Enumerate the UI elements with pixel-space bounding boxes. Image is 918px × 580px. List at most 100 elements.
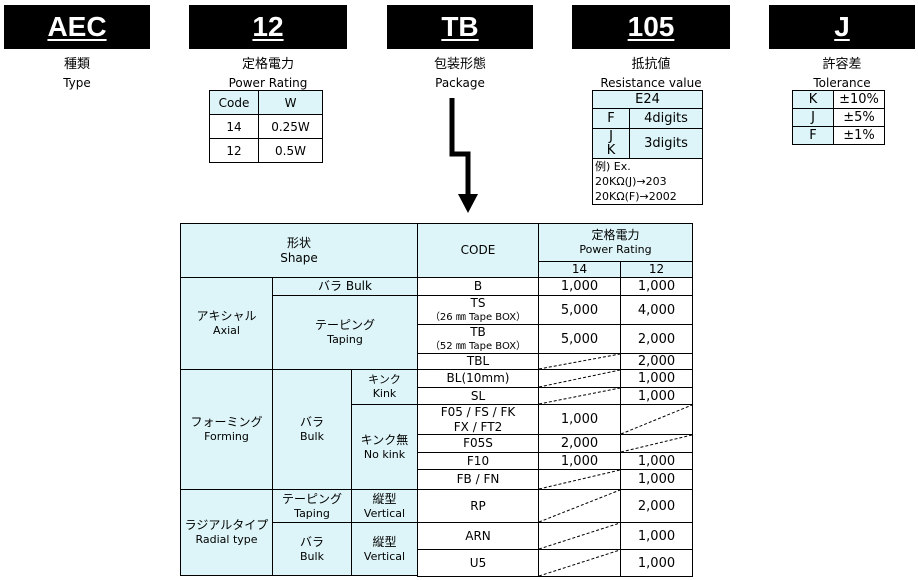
rating-code-box: 12 bbox=[189, 5, 347, 49]
rating-cell-14 bbox=[538, 353, 621, 370]
rating-cell-14 bbox=[538, 489, 621, 523]
shape-header: 形状 Shape bbox=[180, 223, 418, 278]
code-subtext: （52 ㎜ Tape BOX） bbox=[429, 341, 527, 352]
resistance-example-j: 20KΩ(J)→203 bbox=[595, 175, 667, 188]
rating-header-jp: 定格電力 bbox=[591, 228, 640, 242]
kink-en: Kink bbox=[372, 387, 397, 400]
nokink-en: No kink bbox=[363, 447, 406, 461]
package-label-jp: 包装形態 bbox=[433, 57, 486, 72]
rating-label: 定格電力 Power Rating bbox=[189, 56, 347, 92]
rating-cell-14 bbox=[538, 522, 621, 550]
vertical-jp: 縦型 bbox=[372, 534, 397, 549]
code-cell: F10 bbox=[417, 452, 539, 470]
tolerance-label-en: Tolerance bbox=[813, 76, 871, 90]
resistance-f-desc: 4digits bbox=[629, 108, 703, 129]
power-rating-table: Code W 14 0.25W 12 0.5W bbox=[209, 90, 323, 163]
rating-cell-12: 1,000 bbox=[620, 452, 693, 470]
rating-value: 5,000 bbox=[560, 302, 599, 318]
rating-cell-14 bbox=[538, 549, 621, 577]
rating-cell-12: 2,000 bbox=[620, 489, 693, 523]
tolerance-label: 許容差 Tolerance bbox=[769, 56, 915, 92]
resistance-k-code: K bbox=[606, 142, 616, 158]
code-value: TS bbox=[470, 296, 486, 310]
radial-group: ラジアルタイプ Radial type bbox=[180, 489, 273, 576]
tolerance-value: ±5% bbox=[833, 108, 885, 127]
resistance-label-en: Resistance value bbox=[600, 76, 702, 90]
col-12-header: 12 bbox=[620, 261, 693, 278]
axial-bulk-label: バラ Bulk bbox=[318, 279, 372, 293]
tolerance-table: K ±10% J ±5% F ±1% bbox=[792, 90, 885, 145]
rating-value: 1,000 bbox=[560, 412, 599, 427]
resistance-table: E24 F 4digits J K 3digits 例) Ex. 20KΩ(J)… bbox=[592, 90, 703, 205]
radial-taping-jp: テーピング bbox=[281, 491, 342, 506]
axial-taping: テーピング Taping bbox=[272, 295, 418, 370]
rating-cell-14: 1,000 bbox=[538, 277, 621, 296]
shape-header-en: Shape bbox=[280, 250, 318, 265]
rating-value: 2,000 bbox=[637, 354, 676, 369]
radial-bulk: バラ Bulk bbox=[272, 522, 352, 576]
code-cell: FB / FN bbox=[417, 469, 539, 490]
tolerance-label-jp: 許容差 bbox=[822, 57, 862, 72]
code-cell: TS （26 ㎜ Tape BOX） bbox=[417, 295, 539, 325]
rating-value: 1,000 bbox=[560, 453, 599, 469]
col-12-label: 12 bbox=[648, 262, 665, 276]
forming-bulk-jp: バラ bbox=[299, 415, 324, 429]
rating-value: 1,000 bbox=[637, 555, 676, 571]
rating-cell-14: 2,000 bbox=[538, 434, 621, 453]
forming-jp: フォーミング bbox=[190, 415, 263, 429]
radial-taping-en: Taping bbox=[294, 506, 330, 520]
rating-value: 1,000 bbox=[637, 528, 676, 544]
power-row-watt: 0.25W bbox=[258, 114, 323, 139]
code-value: TBL bbox=[466, 354, 490, 368]
code-value: BL(10mm) bbox=[446, 371, 510, 385]
rating-value: 2,000 bbox=[637, 331, 676, 347]
tolerance-code-box: J bbox=[769, 5, 915, 49]
rating-cell-12: 1,000 bbox=[620, 369, 693, 388]
axial-taping-jp: テーピング bbox=[314, 318, 375, 332]
code-value: B bbox=[473, 279, 483, 293]
rating-header: 定格電力 Power Rating bbox=[538, 223, 693, 262]
tolerance-code: J bbox=[792, 108, 834, 127]
resistance-j-code: J bbox=[609, 128, 613, 144]
power-row-code: 14 bbox=[209, 114, 259, 139]
radial-bulk-en: Bulk bbox=[300, 549, 324, 563]
rating-value: 4,000 bbox=[637, 302, 676, 318]
rating-cell-12: 4,000 bbox=[620, 295, 693, 325]
power-head-code: Code bbox=[209, 90, 259, 115]
rating-value: 2,000 bbox=[560, 436, 599, 451]
radial-taping: テーピング Taping bbox=[272, 489, 352, 523]
code-value: F05S bbox=[463, 436, 493, 450]
resistance-code: 105 bbox=[627, 11, 675, 42]
rating-value: 5,000 bbox=[560, 331, 599, 347]
tolerance-value: ±10% bbox=[833, 90, 885, 109]
code-value: SL bbox=[470, 388, 486, 403]
rating-cell-12 bbox=[620, 404, 693, 435]
resistance-example-title: 例) Ex. bbox=[595, 160, 631, 173]
radial-jp: ラジアルタイプ bbox=[184, 518, 269, 532]
code-header: CODE bbox=[417, 223, 539, 278]
rating-cell-14 bbox=[538, 369, 621, 388]
tolerance-code: J bbox=[834, 11, 850, 42]
code-value: TB bbox=[470, 325, 486, 339]
rating-value: 1,000 bbox=[637, 472, 676, 487]
forming-en: Forming bbox=[204, 430, 249, 443]
resistance-example-f: 20KΩ(F)→2002 bbox=[595, 190, 677, 203]
rating-cell-14: 5,000 bbox=[538, 324, 621, 354]
forming-nokink: キンク無 No kink bbox=[351, 404, 418, 490]
code-cell: ARN bbox=[417, 522, 539, 550]
resistance-example: 例) Ex. 20KΩ(J)→203 20KΩ(F)→2002 bbox=[592, 158, 703, 205]
axial-en: Axial bbox=[213, 324, 240, 337]
package-code-box: TB bbox=[387, 5, 533, 49]
vertical-en: Vertical bbox=[363, 549, 406, 563]
rating-cell-12: 1,000 bbox=[620, 277, 693, 296]
radial-taping-vertical: 縦型 Vertical bbox=[351, 489, 418, 523]
vertical-en: Vertical bbox=[363, 506, 406, 520]
resistance-series: E24 bbox=[592, 90, 703, 109]
rating-code: 12 bbox=[252, 11, 284, 42]
rating-value: 1,000 bbox=[637, 279, 676, 294]
power-row-watt: 0.5W bbox=[258, 138, 323, 163]
code-subtext: （26 ㎜ Tape BOX） bbox=[429, 312, 527, 323]
rating-cell-12: 1,000 bbox=[620, 387, 693, 405]
code-value: F10 bbox=[466, 453, 490, 468]
col-14-label: 14 bbox=[571, 262, 588, 276]
